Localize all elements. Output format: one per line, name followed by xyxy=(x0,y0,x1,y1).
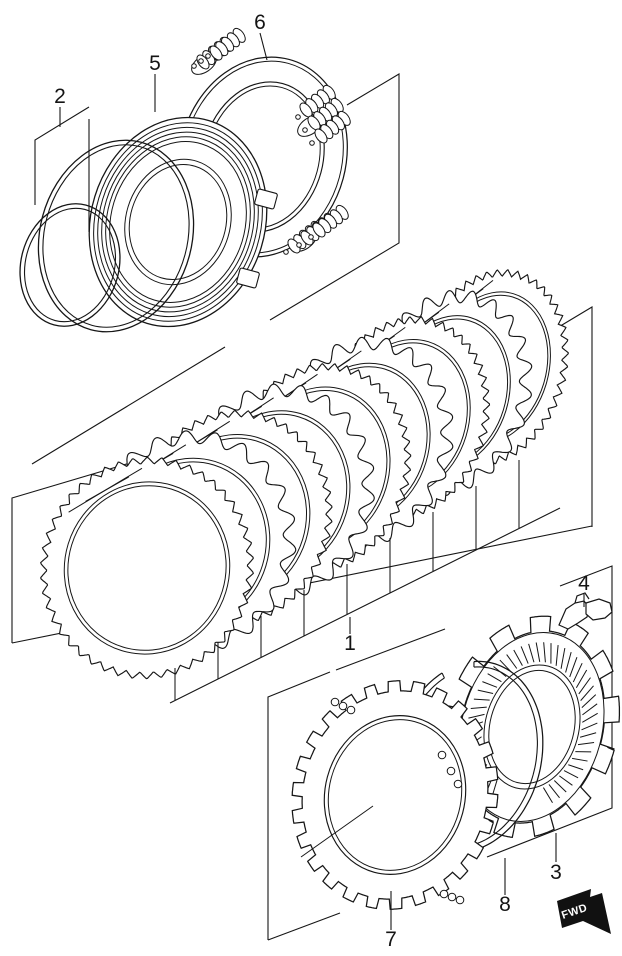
part-labels: 1 2 3 4 5 6 7 8 xyxy=(54,11,590,951)
piston-groove-ring xyxy=(105,136,251,308)
frame-plate-stack-right xyxy=(556,306,593,527)
backing-plate-hole xyxy=(439,889,449,899)
backing-plate-outline xyxy=(291,680,499,910)
piston-tab xyxy=(236,267,260,289)
part-label-1: 1 xyxy=(344,632,356,655)
backing-plate-hole xyxy=(437,750,447,760)
fwd-arrow-icon xyxy=(557,889,611,934)
frame-bottom-group-right xyxy=(486,565,613,858)
part-label-4: 4 xyxy=(578,572,590,595)
frame-bottom-group-left xyxy=(267,671,331,940)
seal-ring-outer xyxy=(37,139,195,333)
frame-bottom-group-top xyxy=(335,628,446,671)
retainer-hole xyxy=(283,249,289,255)
leader-6 xyxy=(259,32,268,61)
part-label-7: 7 xyxy=(385,928,397,951)
piston-groove-ring xyxy=(97,126,259,318)
frame-piston-group-lower xyxy=(31,346,226,465)
piston-groove-ring xyxy=(109,141,247,303)
label-leader-lines xyxy=(59,32,585,930)
retainer-clip-arm xyxy=(585,598,613,621)
piston-outline xyxy=(88,116,268,328)
backing-plate-inner-edge xyxy=(323,715,467,875)
retainer-hole xyxy=(302,127,308,133)
friction-plate xyxy=(40,456,254,680)
retainer-hole xyxy=(198,58,204,64)
part-label-2: 2 xyxy=(54,85,66,108)
frame-seals-card xyxy=(34,106,90,205)
retainer-hole xyxy=(205,53,211,59)
part-label-6: 6 xyxy=(254,11,266,34)
retainer-clip xyxy=(558,592,613,630)
retainer-clip-tab xyxy=(574,592,590,604)
backing-plate-hole xyxy=(338,701,348,711)
plate-inner-edge xyxy=(63,481,231,655)
retainer-hole xyxy=(295,114,301,120)
backing-plate xyxy=(291,680,499,910)
clutch-plate-stack xyxy=(40,269,569,680)
stack-gathering-line xyxy=(169,507,561,704)
part-label-8: 8 xyxy=(499,893,511,916)
part-label-5: 5 xyxy=(149,52,161,75)
backing-plate-hole xyxy=(453,779,463,789)
coil-spring-loop xyxy=(209,45,223,61)
backing-plate-hole xyxy=(447,892,457,902)
piston-tab xyxy=(254,188,278,210)
backing-plate-hole xyxy=(455,895,465,905)
plate-stack-leaders xyxy=(169,460,561,704)
part-label-3: 3 xyxy=(550,861,562,884)
retainer-hole xyxy=(308,234,314,240)
coil-spring-loop xyxy=(314,128,328,144)
piston-groove-ring xyxy=(124,158,232,286)
backing-plate-hole xyxy=(446,766,456,776)
retainer-hole xyxy=(296,242,302,248)
frame-plate-stack-left xyxy=(11,462,131,643)
piston-groove-ring xyxy=(128,164,228,280)
one-way-clutch-inner-edge xyxy=(483,664,581,790)
retainer-hole xyxy=(309,140,315,146)
retainer-hole xyxy=(191,63,197,69)
piston-seal-rings xyxy=(19,139,195,333)
frame-bottom-group-bottom xyxy=(267,912,341,941)
clutch-piston xyxy=(88,116,278,328)
piston-groove-ring xyxy=(93,122,263,322)
backing-plate-hole xyxy=(330,697,340,707)
backing-plate-hole xyxy=(346,705,356,715)
fwd-direction-marker: FWD xyxy=(557,889,611,934)
frame-piston-group xyxy=(269,73,400,321)
seal-ring-inner xyxy=(19,203,121,327)
coil-spring-loop xyxy=(312,222,326,238)
